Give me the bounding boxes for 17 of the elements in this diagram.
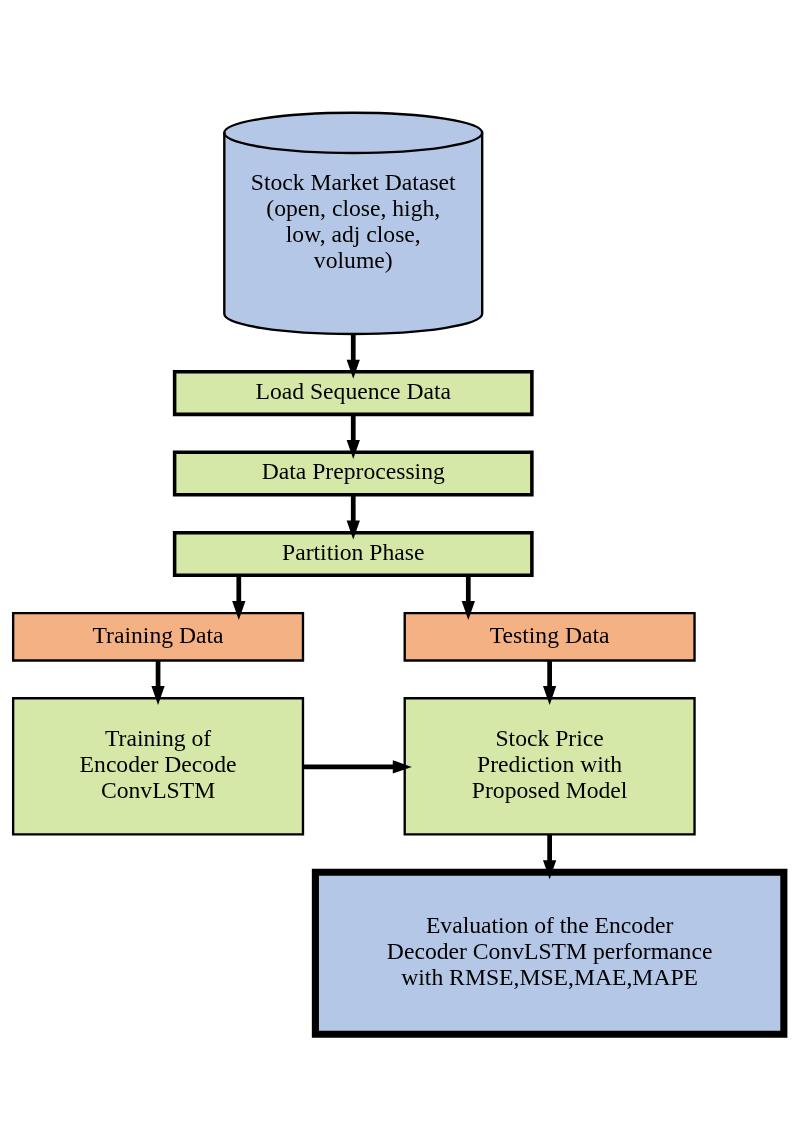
arrow [151,660,165,705]
arrow [346,414,360,460]
node-box: Load Sequence Data [172,370,534,417]
arrow [542,834,557,880]
node-box: Training Data [11,611,305,662]
arrow [232,575,246,621]
node-box: Partition Phase [172,530,534,578]
arrow [346,495,360,540]
node-box: Data Preprocessing [172,450,534,497]
arrow [303,760,412,774]
arrow [542,660,557,705]
arrow [461,575,475,621]
node-box: Testing Data [403,611,696,662]
node-box: Training of Encoder Decode ConvLSTM [11,697,305,836]
arrow [346,334,360,379]
node-box: Stock Price Prediction with Proposed Model [403,697,696,836]
node-box: Evaluation of the Encoder Decoder ConvLSTM performance with RMSE,MSE,MAE,MAPE [311,868,788,1038]
